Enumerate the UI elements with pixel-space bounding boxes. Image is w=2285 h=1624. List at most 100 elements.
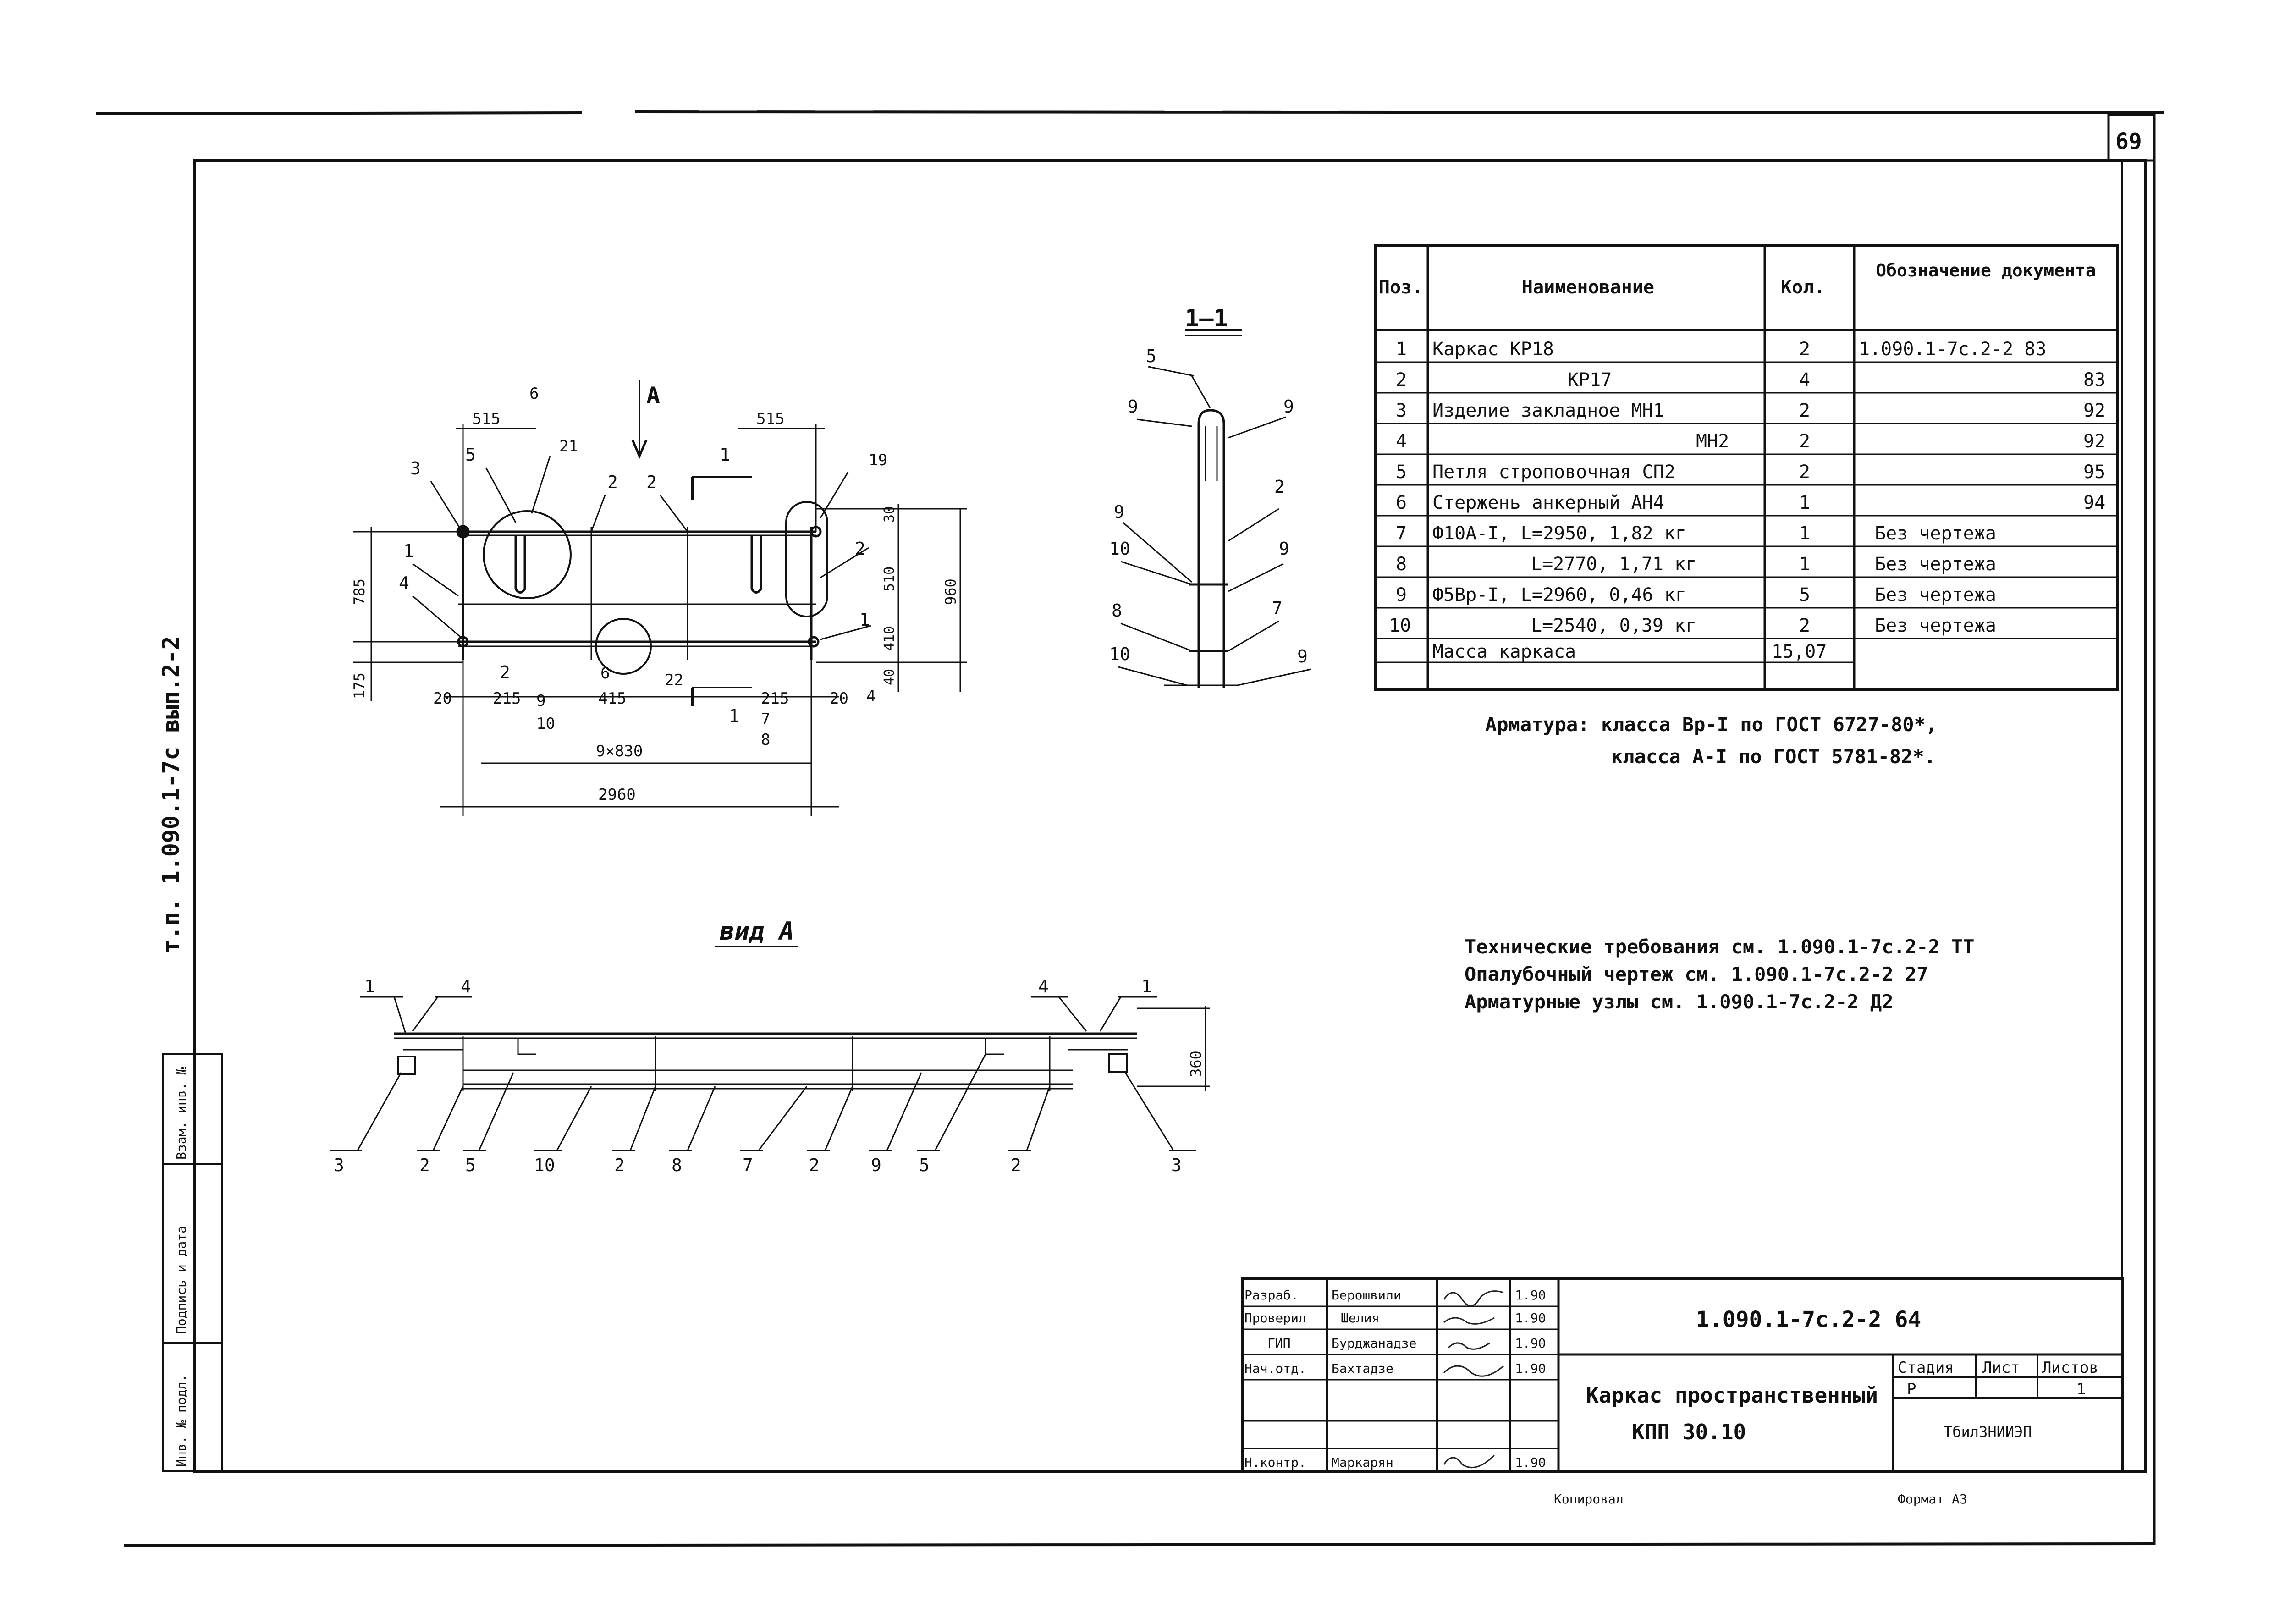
footer-copied: Копировал — [1554, 1492, 1624, 1507]
section-pos: 7 — [1272, 598, 1283, 618]
role-label: Нач.отд. — [1244, 1361, 1306, 1376]
view-pos: 5 — [919, 1155, 930, 1175]
role-name: Шелия — [1341, 1310, 1379, 1326]
doc-title-line2: КПП 30.10 — [1632, 1420, 1746, 1444]
spec-header-qty: Кол. — [1781, 277, 1825, 298]
note-formwork: Опалубочный чертеж см. 1.090.1-7с.2-2 27 — [1465, 963, 1928, 985]
spec-table: Поз. Наименование Кол. Обозначение докум… — [1374, 244, 2119, 691]
spec-row-name: Изделие закладное МН1 — [1432, 400, 1664, 421]
dim-410: 410 — [881, 626, 897, 651]
spec-row-doc: Без чертежа — [1875, 615, 1996, 636]
view-pos: 1 — [1141, 976, 1152, 996]
signature-marks — [1443, 1290, 1504, 1469]
sheet-number: 69 — [2115, 129, 2142, 154]
spec-row-name: Ф5Вр-I, L=2960, 0,46 кг — [1432, 584, 1686, 606]
view-arrow-label: А — [646, 382, 660, 409]
view-pos: 2 — [614, 1155, 625, 1175]
spec-row-doc: Без чертежа — [1875, 523, 1996, 544]
role-date: 1.90 — [1515, 1310, 1546, 1326]
side-stamp: т.п. 1.090.1-7с вып.2-2 — [158, 636, 184, 953]
spec-row-name: Петля строповочная СП2 — [1432, 462, 1675, 483]
role-name: Маркарян — [1332, 1455, 1393, 1470]
note-reinforcement-nodes: Арматурные узлы см. 1.090.1-7с.2-2 Д2 — [1465, 991, 1894, 1013]
sheet-header: Лист — [1982, 1359, 2020, 1377]
spec-row-pos: 5 — [1396, 462, 1407, 483]
view-pos: 4 — [461, 976, 471, 996]
note-tech-requirements: Технические требования см. 1.090.1-7с.2-… — [1465, 936, 1975, 958]
spec-row-pos: 1 — [1396, 339, 1407, 360]
spec-header-pos: Поз. — [1379, 277, 1423, 298]
plan-position-marks: 3 5 2 2 1 4 2 2 1 — [399, 445, 870, 683]
spec-row-doc: 92 — [2083, 400, 2105, 421]
title-roles: Разраб. Берошвили 1.90 Проверил Шелия 1.… — [1244, 1288, 1546, 1470]
armature-note-line1: Арматура: класса Вр-I по ГОСТ 6727-80*, — [1485, 713, 1937, 736]
spec-row-qty: 2 — [1799, 615, 1810, 636]
spec-row-qty: 2 — [1799, 462, 1810, 483]
spec-row-qty: 2 — [1799, 400, 1810, 421]
section-pos: 9 — [1283, 396, 1294, 417]
plan-pos: 4 — [399, 573, 409, 593]
role-name: Бурджанадзе — [1332, 1336, 1416, 1351]
spec-row-doc: 95 — [2083, 462, 2105, 483]
spec-row-pos: 8 — [1396, 554, 1407, 575]
dim-175: 175 — [351, 672, 368, 699]
view-pos: 3 — [1171, 1155, 1182, 1175]
dim-960: 960 — [942, 578, 959, 605]
spec-row-pos: 2 — [1396, 369, 1407, 391]
spec-row-qty: 1 — [1799, 492, 1810, 513]
plan-view — [353, 380, 967, 816]
cut-label-top: 1 — [720, 445, 730, 465]
stage-header: Стадия — [1898, 1359, 1954, 1377]
spec-row-pos: 6 — [1396, 492, 1407, 513]
dim-415: 415 — [598, 689, 626, 708]
spec-row-qty: 5 — [1799, 584, 1810, 606]
role-label: ГИП — [1267, 1336, 1291, 1351]
spec-row-pos: 4 — [1396, 431, 1407, 452]
cut-label-bottom: 1 — [729, 706, 739, 726]
spec-row-name: Масса каркаса — [1432, 641, 1576, 662]
sheets-header: Листов — [2042, 1359, 2098, 1377]
plan-pos: 2 — [500, 662, 510, 683]
pos-6: 6 — [600, 664, 610, 683]
spec-row-name: L=2540, 0,39 кг — [1531, 615, 1696, 636]
dim-215-right: 215 — [761, 689, 789, 708]
view-pos: 1 — [364, 976, 375, 996]
spec-row-doc: 92 — [2083, 431, 2105, 452]
dim-510: 510 — [881, 567, 897, 591]
spec-row-pos: 3 — [1396, 400, 1407, 421]
spec-row-doc: 94 — [2083, 492, 2105, 513]
dim-30: 30 — [881, 506, 897, 523]
spec-row-qty: 1 — [1799, 523, 1810, 544]
pos-10: 10 — [536, 715, 555, 733]
role-name: Берошвили — [1332, 1288, 1401, 1303]
spec-row-doc: Без чертежа — [1875, 554, 1996, 575]
role-label: Н.контр. — [1244, 1455, 1306, 1470]
pos-7: 7 — [761, 710, 770, 728]
view-pos: 5 — [465, 1155, 476, 1175]
view-pos: 8 — [672, 1155, 682, 1175]
pos-8: 8 — [761, 731, 770, 749]
view-a-drawing — [330, 996, 1210, 1151]
side-col-inventory: Инв. № подл. — [174, 1374, 189, 1467]
view-pos: 9 — [871, 1155, 881, 1175]
organization: ТбилЗНИИЭП — [1944, 1423, 2032, 1441]
dim-6: 6 — [529, 385, 539, 403]
plan-pos: 3 — [410, 458, 421, 479]
section-pos: 8 — [1112, 600, 1122, 621]
section-pos: 2 — [1274, 477, 1285, 497]
spec-row-pos: 10 — [1389, 615, 1411, 636]
plan-pos: 1 — [859, 610, 870, 630]
role-date: 1.90 — [1515, 1288, 1546, 1303]
view-pos: 4 — [1038, 976, 1049, 996]
spec-row-pos: 7 — [1396, 523, 1407, 544]
view-bottom-marks: 3 2 5 10 2 8 7 2 9 5 2 3 — [334, 1155, 1182, 1175]
view-dim-360: 360 — [1187, 1051, 1205, 1077]
dim-20-left: 20 — [433, 689, 452, 708]
view-pos: 2 — [809, 1155, 820, 1175]
sheet-frame — [96, 110, 2164, 1547]
footer-format: Формат А3 — [1898, 1492, 1967, 1507]
section-pos: 5 — [1146, 346, 1156, 366]
section-label: 1—1 — [1185, 305, 1228, 332]
view-top-marks: 1 4 4 1 — [364, 976, 1152, 996]
role-label: Разраб. — [1244, 1288, 1299, 1303]
